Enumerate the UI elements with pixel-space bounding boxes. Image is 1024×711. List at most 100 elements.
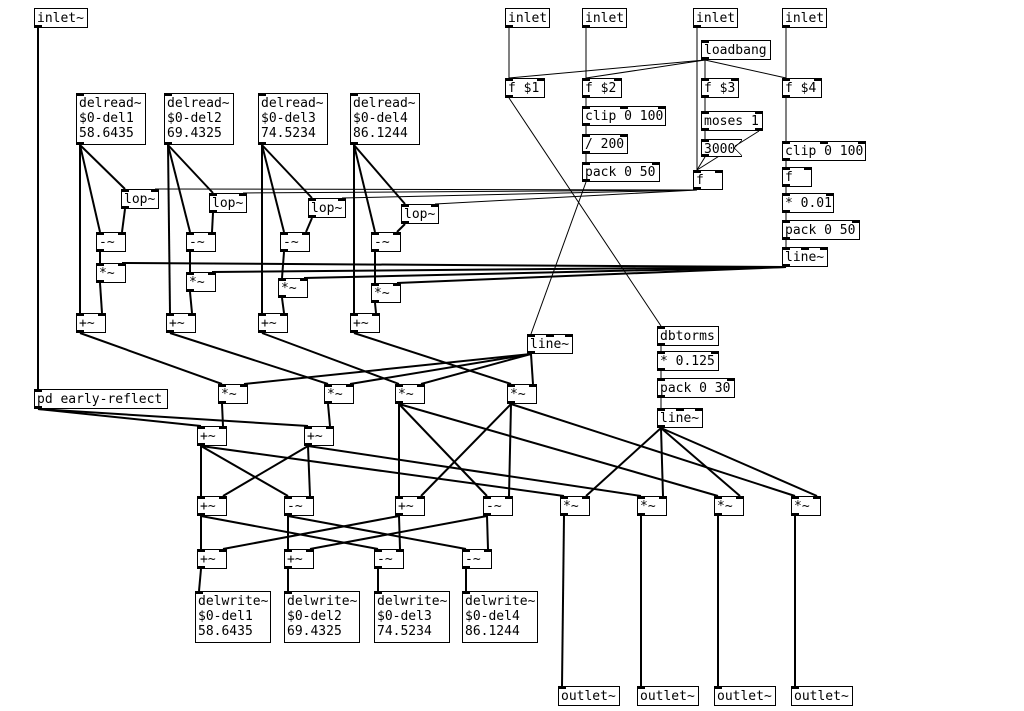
- patch-cord[interactable]: [508, 59, 706, 79]
- patch-cord[interactable]: [121, 262, 787, 268]
- patch-cord[interactable]: [530, 353, 534, 385]
- patch-cord[interactable]: [398, 403, 488, 497]
- gmul-3-object[interactable]: *~: [395, 384, 425, 404]
- omul-2-object[interactable]: *~: [637, 496, 667, 516]
- patch-cord[interactable]: [307, 445, 311, 497]
- sub-4-object[interactable]: -~: [371, 232, 401, 252]
- patch-cord[interactable]: [37, 408, 309, 427]
- line-3-object[interactable]: line~: [657, 408, 703, 428]
- f-1-object[interactable]: f $1: [505, 78, 545, 98]
- lop-4-object[interactable]: lop~: [401, 204, 439, 224]
- mul-2-object[interactable]: *~: [186, 272, 216, 292]
- mul-4-object[interactable]: *~: [371, 283, 401, 303]
- patch-cord[interactable]: [398, 515, 401, 550]
- patch-cord[interactable]: [309, 515, 488, 550]
- line-2-object[interactable]: line~: [527, 334, 573, 354]
- patch-cord[interactable]: [353, 332, 512, 385]
- outlet-2-object[interactable]: outlet~: [637, 686, 699, 706]
- h3-add-1-object[interactable]: +~: [197, 549, 227, 569]
- patch-cord[interactable]: [189, 291, 193, 314]
- patch-cord[interactable]: [79, 332, 223, 385]
- patch-cord[interactable]: [287, 515, 467, 550]
- patch-cord[interactable]: [169, 332, 329, 385]
- sub-3-object[interactable]: -~: [280, 232, 310, 252]
- patch-cord[interactable]: [307, 445, 642, 497]
- patch-cord[interactable]: [420, 403, 512, 497]
- patch-cord[interactable]: [660, 427, 818, 497]
- mul-0125-object[interactable]: * 0.125: [657, 351, 719, 371]
- h1-sub-object[interactable]: -~: [284, 496, 314, 516]
- moses-object[interactable]: moses 1: [701, 111, 763, 131]
- mul-3-object[interactable]: *~: [278, 278, 308, 298]
- patch-cord[interactable]: [261, 144, 313, 199]
- patch-cord[interactable]: [510, 403, 796, 497]
- patch-cord[interactable]: [167, 144, 171, 314]
- patch-cord[interactable]: [79, 144, 101, 233]
- pack-3-object[interactable]: pack 0 30: [657, 378, 735, 398]
- h1-add-object[interactable]: +~: [197, 496, 227, 516]
- patch-cord[interactable]: [167, 144, 214, 194]
- patch-cord[interactable]: [211, 212, 214, 233]
- patch-cord[interactable]: [303, 266, 787, 279]
- lop-3-object[interactable]: lop~: [308, 198, 346, 218]
- h3-sub-2-object[interactable]: -~: [462, 549, 492, 569]
- sub-2-object[interactable]: -~: [186, 232, 216, 252]
- patch-cord[interactable]: [222, 445, 309, 497]
- patch-cord[interactable]: [167, 144, 191, 233]
- eadd-1-object[interactable]: +~: [197, 426, 227, 446]
- patch-cord[interactable]: [508, 403, 512, 497]
- patch-cord[interactable]: [200, 445, 565, 497]
- patch-cord[interactable]: [200, 515, 379, 550]
- inlet-2-object[interactable]: inlet: [505, 8, 550, 28]
- patch-cord[interactable]: [561, 515, 565, 687]
- add-4-object[interactable]: +~: [350, 313, 380, 333]
- patch-cord[interactable]: [585, 59, 706, 79]
- patch-cord[interactable]: [154, 188, 698, 191]
- patch-cord[interactable]: [261, 144, 285, 233]
- patch-cord[interactable]: [281, 251, 285, 279]
- patch-cord[interactable]: [99, 282, 103, 314]
- early-reflect-object[interactable]: pd early-reflect: [34, 389, 168, 409]
- patch-cord[interactable]: [121, 208, 126, 233]
- f-3-object[interactable]: f $3: [701, 78, 739, 98]
- patch-cord[interactable]: [660, 427, 664, 497]
- f-4-object[interactable]: f $4: [782, 78, 822, 98]
- patch-cord[interactable]: [243, 353, 532, 385]
- mul-001-object[interactable]: * 0.01: [782, 193, 834, 213]
- patch-cord[interactable]: [704, 59, 787, 79]
- inlet-5-object[interactable]: inlet: [782, 8, 827, 28]
- h2-sub-object[interactable]: -~: [483, 496, 513, 516]
- patch-cord[interactable]: [396, 223, 406, 233]
- dbtorms-object[interactable]: dbtorms: [657, 326, 719, 346]
- omul-4-object[interactable]: *~: [791, 496, 821, 516]
- patch-cord[interactable]: [200, 445, 289, 497]
- h3-sub-1-object[interactable]: -~: [374, 549, 404, 569]
- patch-cord[interactable]: [327, 403, 331, 427]
- patch-cord[interactable]: [530, 181, 587, 335]
- h3-add-2-object[interactable]: +~: [284, 549, 314, 569]
- patch-cord[interactable]: [281, 297, 285, 314]
- patch-cord[interactable]: [261, 332, 400, 385]
- patch-cord[interactable]: [434, 189, 698, 205]
- patch-cord[interactable]: [242, 189, 698, 194]
- patch-cord[interactable]: [221, 403, 224, 427]
- gmul-2-object[interactable]: *~: [324, 384, 354, 404]
- patch-cord[interactable]: [396, 266, 787, 284]
- clip-1-object[interactable]: clip 0 100: [582, 106, 666, 126]
- msg-3000-message[interactable]: 3000: [701, 139, 742, 157]
- patch-cord[interactable]: [420, 353, 532, 385]
- add-2-object[interactable]: +~: [166, 313, 196, 333]
- patch-cord[interactable]: [585, 427, 662, 497]
- patch-cord[interactable]: [305, 217, 313, 233]
- outlet-1-object[interactable]: outlet~: [558, 686, 620, 706]
- inlet-4-object[interactable]: inlet: [693, 8, 738, 28]
- gmul-1-object[interactable]: *~: [218, 384, 248, 404]
- gmul-4-object[interactable]: *~: [507, 384, 537, 404]
